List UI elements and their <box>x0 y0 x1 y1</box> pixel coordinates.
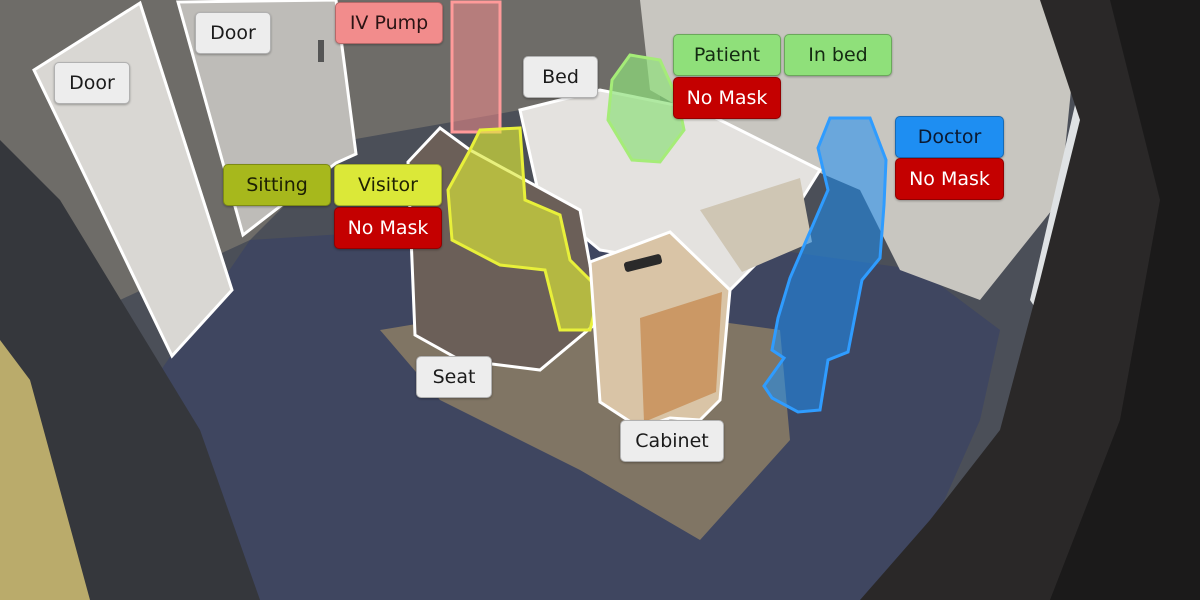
label-in-bed[interactable]: In bed <box>784 34 892 76</box>
iv-pump-outline[interactable] <box>450 0 502 134</box>
label-door-left[interactable]: Door <box>54 62 130 104</box>
label-iv-pump[interactable]: IV Pump <box>335 2 443 44</box>
label-visitor-no-mask[interactable]: No Mask <box>334 207 442 249</box>
label-sitting[interactable]: Sitting <box>223 164 331 206</box>
left-wall <box>0 140 260 600</box>
curtain-fold <box>1050 0 1200 600</box>
left-wall-light <box>0 340 90 600</box>
cabinet-drawers <box>640 292 722 422</box>
visitor-outline[interactable] <box>446 126 602 332</box>
patient-outline[interactable] <box>606 53 686 164</box>
door-handle <box>318 40 324 62</box>
label-seat[interactable]: Seat <box>416 356 492 398</box>
overbed-table <box>700 178 812 272</box>
doctor-outline[interactable] <box>762 116 888 414</box>
label-patient[interactable]: Patient <box>673 34 781 76</box>
label-bed[interactable]: Bed <box>523 56 598 98</box>
label-doctor[interactable]: Doctor <box>895 116 1004 158</box>
remote-control <box>623 254 663 272</box>
label-cabinet[interactable]: Cabinet <box>620 420 724 462</box>
label-doctor-no-mask[interactable]: No Mask <box>895 158 1004 200</box>
label-door-right[interactable]: Door <box>195 12 271 54</box>
label-patient-no-mask[interactable]: No Mask <box>673 77 781 119</box>
label-visitor[interactable]: Visitor <box>334 164 442 206</box>
